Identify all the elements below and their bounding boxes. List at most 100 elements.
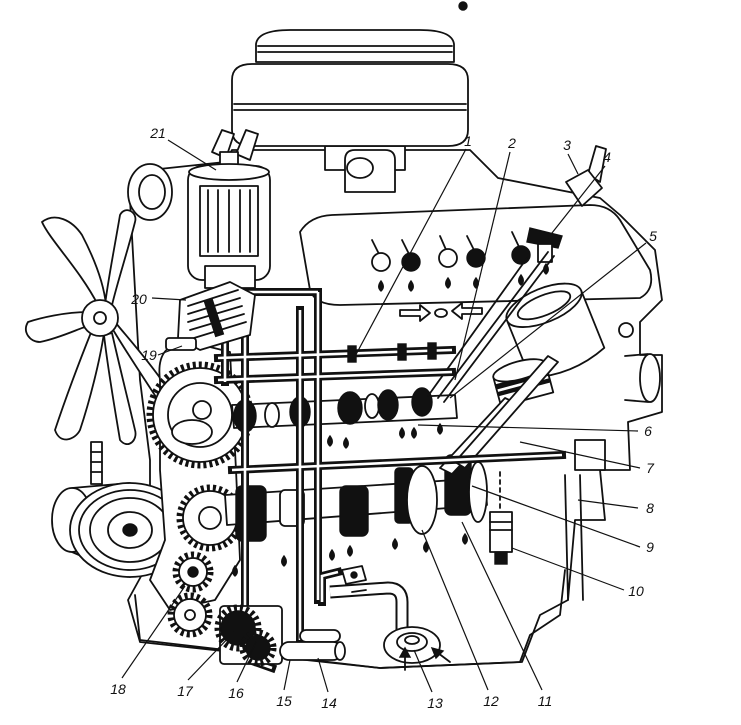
arrow-left-icon <box>451 302 483 320</box>
oil-pickup <box>329 581 441 664</box>
fan-blade <box>54 329 105 441</box>
ink-dot <box>458 1 468 11</box>
leader-line-11 <box>461 521 543 691</box>
gear-hub <box>184 609 196 621</box>
leader-line-6 <box>417 424 639 432</box>
arrow-up-left-icon <box>430 646 445 660</box>
flow-arrows-bottom <box>351 589 451 671</box>
relief-valve <box>165 337 197 351</box>
sensor-body <box>489 511 513 553</box>
leader-line-9 <box>471 485 641 548</box>
port-flange <box>639 353 661 403</box>
callout-8: 8 <box>646 500 654 516</box>
leader-line-20 <box>151 297 187 301</box>
callout-1: 1 <box>464 133 472 149</box>
leader-line-21 <box>167 139 217 171</box>
callout-11: 11 <box>538 693 553 709</box>
pulley-bore <box>122 523 138 537</box>
cam-journal <box>264 402 280 428</box>
shaft-body <box>90 441 103 485</box>
gear-teeth <box>172 551 214 593</box>
gallery-fitting <box>397 343 407 361</box>
oil-pump <box>214 604 283 667</box>
callouts: 1 2 3 4 5 6 7 8 9 10 11 12 13 14 15 16 1… <box>110 125 657 711</box>
callout-17: 17 <box>177 683 194 699</box>
strainer-end <box>334 641 346 661</box>
leader-line-17 <box>187 631 235 681</box>
leader-lines <box>121 139 647 693</box>
filter-band <box>188 163 270 181</box>
callout-21: 21 <box>149 125 166 141</box>
leader-line-7 <box>519 441 641 469</box>
port-edge <box>624 353 649 357</box>
pushrod <box>443 255 555 403</box>
leader-line-4 <box>547 165 606 239</box>
leader-line-19 <box>157 345 183 356</box>
air-filter-body <box>231 63 469 147</box>
oil-drop <box>281 555 287 567</box>
oil-drop <box>347 545 353 557</box>
oil-drop <box>392 538 398 550</box>
gear-hub <box>192 400 212 420</box>
callout-4: 4 <box>603 149 611 165</box>
leader-line-18 <box>121 585 186 679</box>
fan-blade <box>103 332 137 445</box>
oil-drop <box>408 280 414 292</box>
fine-oil-filter <box>187 129 271 289</box>
callout-19: 19 <box>141 347 157 363</box>
oil-drop <box>378 280 384 292</box>
crankshaft <box>224 454 488 542</box>
callout-7: 7 <box>646 460 655 476</box>
leader-line-8 <box>577 499 639 509</box>
callout-9: 9 <box>646 539 654 555</box>
oil-strainer <box>279 629 346 661</box>
leader-line-3 <box>567 153 579 175</box>
leader-line-16 <box>236 641 257 683</box>
oil-drop <box>343 437 349 449</box>
rocker-arm <box>526 227 563 263</box>
fan-blade <box>104 209 137 306</box>
gear-hub <box>198 506 222 530</box>
rocker-stud <box>371 252 391 272</box>
fan-hub-center <box>93 311 107 325</box>
pickup-tube-core <box>329 583 407 630</box>
callout-14: 14 <box>321 695 337 711</box>
liner-bore <box>516 290 572 321</box>
leader-line-5 <box>449 242 647 399</box>
sensor-tip <box>494 551 508 565</box>
flow-arrows <box>399 302 483 322</box>
leader-line-2 <box>454 151 511 381</box>
callout-20: 20 <box>130 291 147 307</box>
air-filter <box>231 29 469 171</box>
rod-edge <box>579 474 584 601</box>
water-outlet <box>344 149 396 193</box>
leader-line-14 <box>317 657 329 693</box>
fan-blade <box>25 311 89 343</box>
leader-line-13 <box>413 649 433 693</box>
filter-plate <box>187 289 239 307</box>
rod-edge <box>564 474 569 601</box>
cam-lobe <box>411 387 433 417</box>
callout-10: 10 <box>628 583 644 599</box>
filter-core <box>203 298 225 338</box>
valve-spring <box>537 243 553 263</box>
oil-drop <box>518 274 524 286</box>
water-pump-shaft <box>90 441 103 485</box>
pump-gear-teeth <box>214 604 262 652</box>
leader-line-1 <box>351 148 467 363</box>
camshaft-nose <box>171 419 213 445</box>
leader-line-12 <box>421 529 489 691</box>
oil-drop <box>411 427 417 439</box>
arrow-shaft <box>351 589 367 593</box>
cam-lobe <box>377 389 399 421</box>
cam-lobe <box>337 391 363 425</box>
cylinder-liner <box>505 282 606 379</box>
rocker-stud <box>438 248 458 268</box>
pump-gear <box>245 635 271 661</box>
pickup-inlet <box>404 635 420 645</box>
exhaust-port <box>618 322 661 403</box>
rocker-stud <box>511 245 531 265</box>
callout-16: 16 <box>228 685 244 701</box>
port-edge <box>624 399 649 403</box>
